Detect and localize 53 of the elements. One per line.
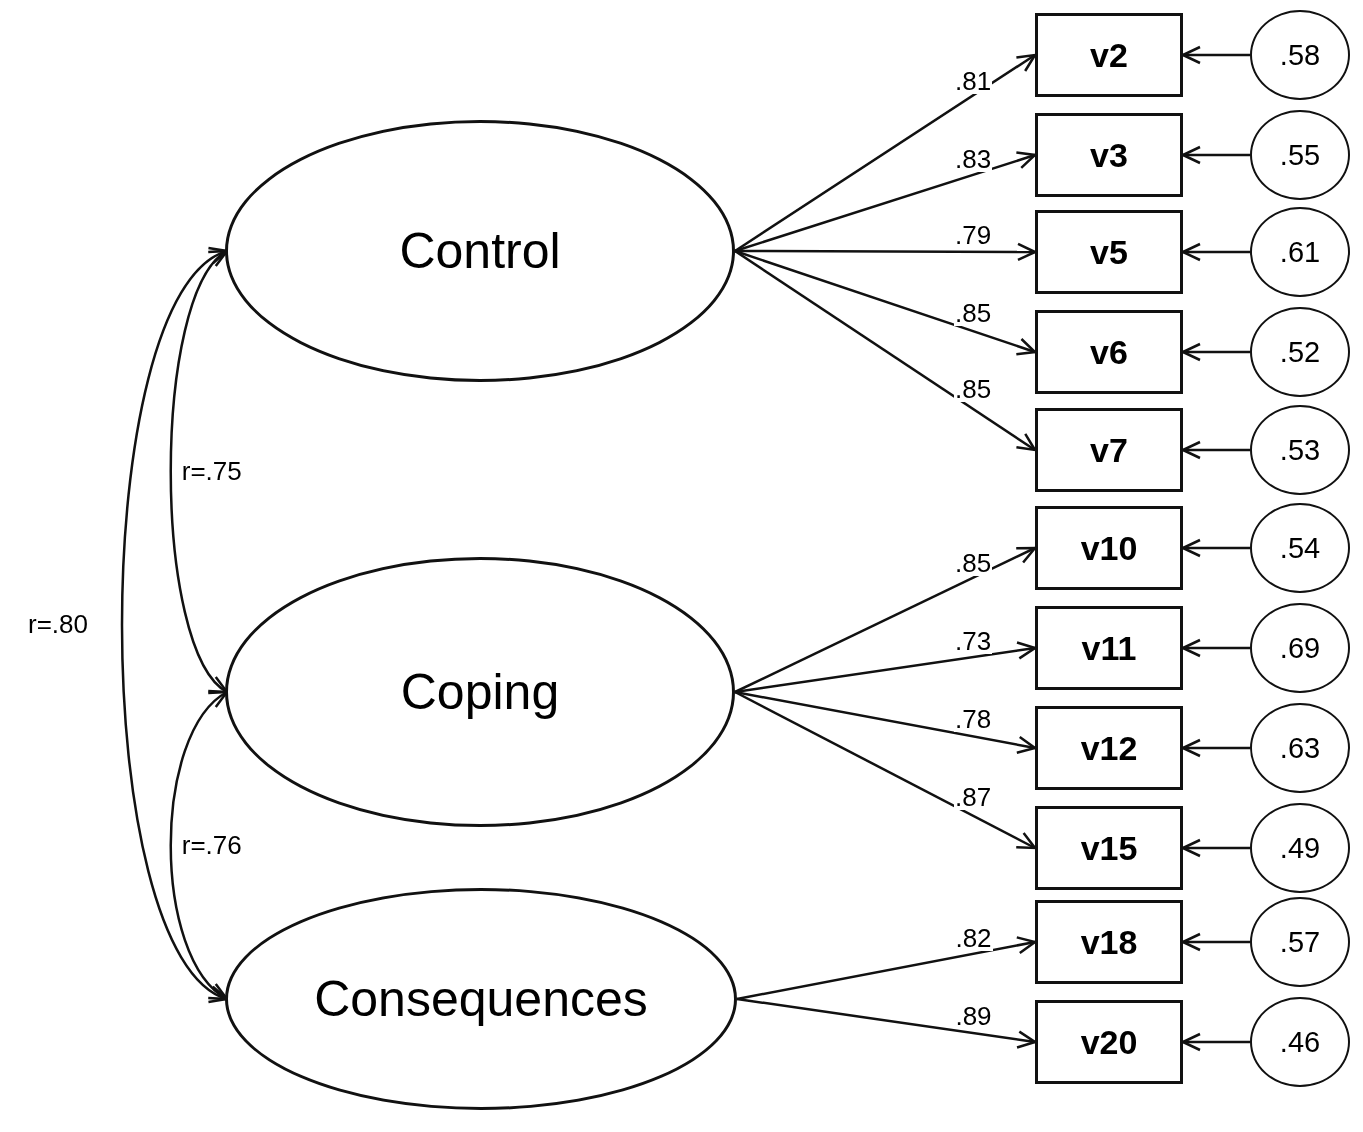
error-value: .69 xyxy=(1279,631,1321,665)
error-value: .57 xyxy=(1279,925,1321,959)
error-value: .61 xyxy=(1279,235,1321,269)
arrow xyxy=(1181,638,1250,658)
observed-variable-box xyxy=(1035,408,1183,492)
observed-variable-box xyxy=(1035,706,1183,790)
arrow xyxy=(736,936,1037,1001)
arrow xyxy=(734,690,1037,850)
arrow xyxy=(736,997,1037,1049)
error-value: .55 xyxy=(1279,138,1321,172)
observed-variable-box xyxy=(1035,113,1183,197)
arrow xyxy=(1181,932,1250,952)
variable-name: v5 xyxy=(1090,232,1128,272)
variable-name: v15 xyxy=(1080,828,1138,868)
variable-name: v10 xyxy=(1080,528,1138,568)
arrow xyxy=(1181,738,1250,758)
error-value: .58 xyxy=(1279,38,1321,72)
variable-name: v2 xyxy=(1090,35,1128,75)
observed-variable-box xyxy=(1035,806,1183,890)
arrow xyxy=(734,53,1037,253)
variable-name: v18 xyxy=(1080,922,1138,962)
error-value: .49 xyxy=(1279,831,1321,865)
error-value: .53 xyxy=(1279,433,1321,467)
observed-variable-box xyxy=(1035,13,1183,97)
observed-variable-box xyxy=(1035,210,1183,294)
arrow xyxy=(1181,538,1250,558)
variable-name: v12 xyxy=(1080,728,1138,768)
observed-variable-box xyxy=(1035,506,1183,590)
arrow xyxy=(1181,342,1250,362)
variable-name: v20 xyxy=(1080,1022,1138,1062)
error-value: .63 xyxy=(1279,731,1321,765)
observed-variable-box xyxy=(1035,1000,1183,1084)
arrow xyxy=(1181,838,1250,858)
arrow xyxy=(1181,45,1250,65)
latent-name: Consequences xyxy=(314,970,648,1028)
arrow xyxy=(1181,1032,1250,1052)
arrow xyxy=(1181,440,1250,460)
variable-name: v11 xyxy=(1081,628,1137,668)
arrow xyxy=(1181,242,1250,262)
variable-name: v6 xyxy=(1090,332,1128,372)
observed-variable-box xyxy=(1035,900,1183,984)
observed-variable-box xyxy=(1035,310,1183,394)
variable-name: v7 xyxy=(1090,430,1128,470)
observed-variable-box xyxy=(1035,606,1183,690)
arrow xyxy=(734,546,1037,694)
variable-name: v3 xyxy=(1090,135,1128,175)
arrow xyxy=(734,249,1037,452)
arrow xyxy=(1181,145,1250,165)
latent-name: Coping xyxy=(400,663,560,721)
error-value: .46 xyxy=(1279,1025,1321,1059)
latent-name: Control xyxy=(399,222,561,280)
error-value: .52 xyxy=(1279,335,1321,369)
error-value: .54 xyxy=(1279,531,1321,565)
